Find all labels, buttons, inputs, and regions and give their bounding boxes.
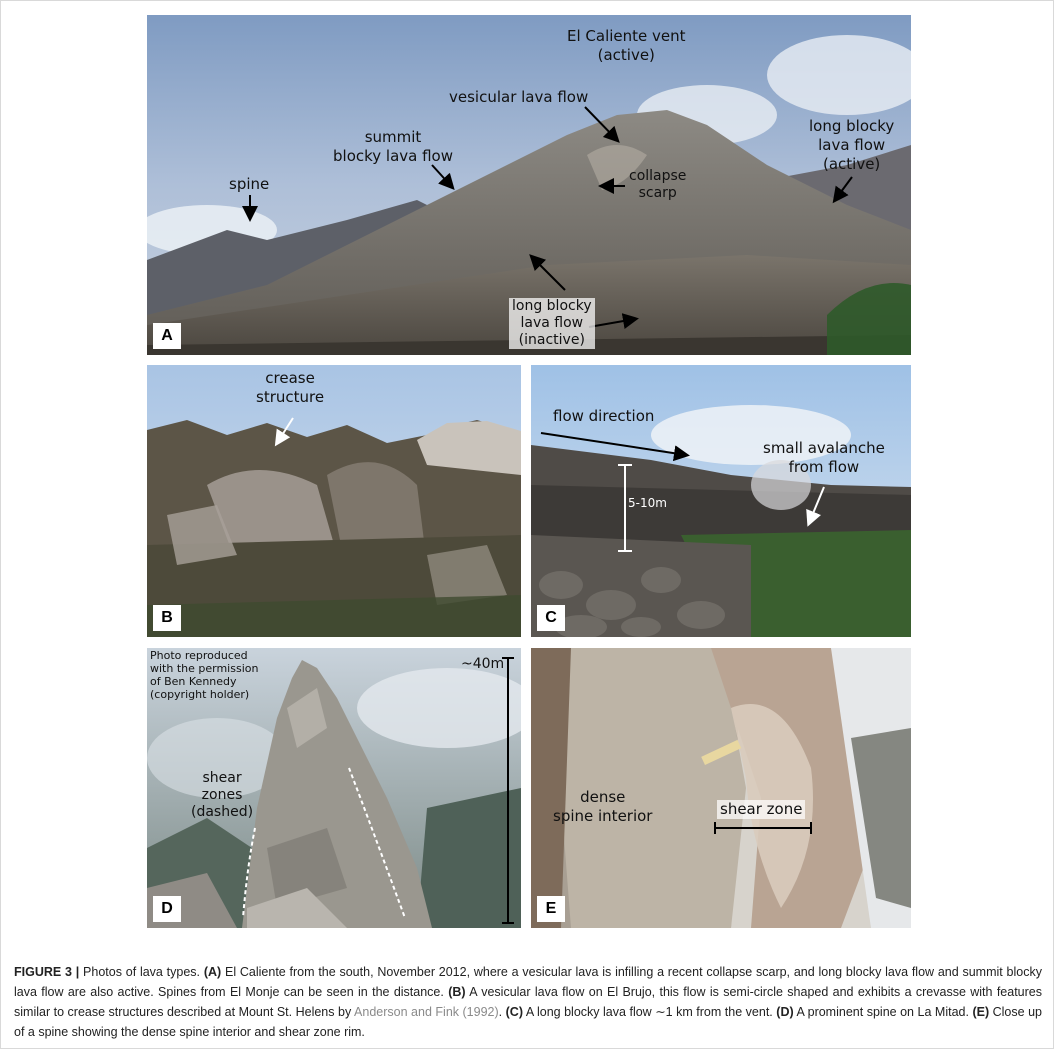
panel-letter-e: E [537, 896, 565, 922]
spine-photo-d [147, 648, 521, 928]
panel-letter-a: A [153, 323, 181, 349]
photo-panel-d: Photo reproduced with the permission of … [147, 648, 521, 928]
panel-letter-c: C [537, 605, 565, 631]
caption-text-e: Close up of a spine showing the dense sp… [14, 1005, 1042, 1039]
photo-panel-b: crease structure B [147, 365, 521, 637]
volcano-photo-a [147, 15, 911, 355]
caption-intro: Photos of lava types. [79, 965, 204, 979]
caption-citation-link[interactable]: Anderson and Fink (1992) [354, 1005, 499, 1019]
spine-closeup-photo-e [531, 648, 911, 928]
caption-text-d: A prominent spine on La Mitad. [793, 1005, 973, 1019]
photo-panel-e: dense spine interior shear zone E [531, 648, 911, 928]
lava-flow-photo-c [531, 365, 911, 637]
caption-tag-b: (B) [448, 985, 466, 999]
caption-tag-e: (E) [972, 1005, 990, 1019]
photo-panel-c: flow direction small avalanche from flow… [531, 365, 911, 637]
caption-text-b-end: . [498, 1005, 506, 1019]
caption-tag-a: (A) [203, 965, 222, 979]
caption-text-b: A vesicular lava flow on El Brujo, this … [14, 985, 1042, 1019]
pen-for-scale [701, 739, 742, 765]
caption-tag-c: (C) [505, 1005, 523, 1019]
panel-letter-d: D [153, 896, 181, 922]
panel-letter-b: B [153, 605, 181, 631]
lava-flow-photo-b [147, 365, 521, 637]
caption-text-a: El Caliente from the south, November 201… [14, 965, 1042, 999]
photo-panel-a: El Caliente vent (active) vesicular lava… [147, 15, 911, 355]
caption-text-c: A long blocky lava flow ∼1 km from the v… [523, 1005, 777, 1019]
figure-caption: FIGURE 3 | Photos of lava types. (A) El … [14, 962, 1042, 1042]
caption-figure-label: FIGURE 3 | [14, 965, 80, 979]
caption-tag-d: (D) [776, 1005, 794, 1019]
